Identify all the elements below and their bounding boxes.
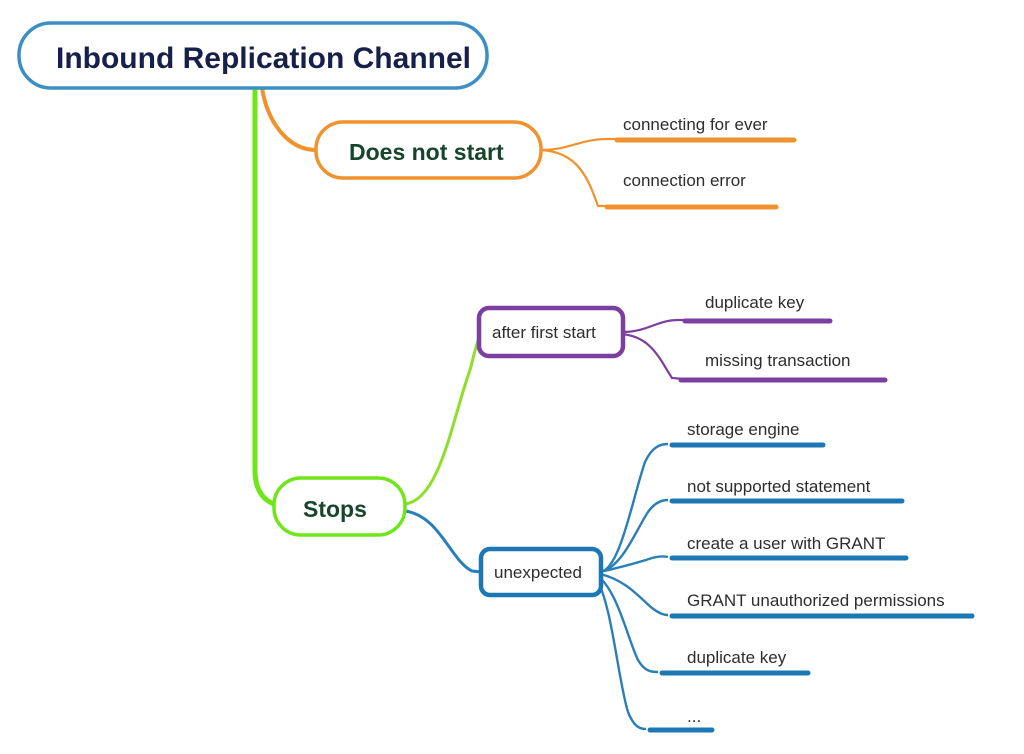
- node-does-not-start[interactable]: Does not start: [314, 120, 543, 180]
- leaf-grant-unauthorized-permissions[interactable]: GRANT unauthorized permissions: [687, 591, 945, 610]
- edge-stops-to-unexpected: [404, 509, 483, 574]
- edge-unexpected-to-ellipsis: [594, 577, 647, 731]
- root-node-box: [17, 21, 489, 90]
- edge-afs-to-duplicate-key: [621, 318, 688, 334]
- does-not-start-box: [314, 120, 543, 180]
- stops-label: Stops: [303, 496, 367, 522]
- leaf-ellipsis[interactable]: ...: [687, 707, 701, 726]
- node-unexpected[interactable]: unexpected: [478, 546, 604, 598]
- root-node-label: Inbound Replication Channel: [56, 42, 471, 75]
- edge-unexpected-to-create-user-with-grant: [599, 555, 669, 574]
- does-not-start-label: Does not start: [349, 139, 504, 165]
- node-after-first-start[interactable]: after first start: [476, 305, 626, 359]
- edge-unexpected-to-grant-unauthorized-permissions: [599, 572, 669, 617]
- edge-unexpected-to-duplicate-key: [597, 575, 659, 674]
- node-stops[interactable]: Stops: [272, 476, 407, 537]
- leaf-unexpected-duplicate-key[interactable]: duplicate key: [687, 648, 787, 667]
- leaf-storage-engine[interactable]: storage engine: [687, 420, 799, 439]
- edge-unexpected-to-storage-engine: [599, 442, 669, 574]
- edge-unexpected-to-not-supported-statement: [599, 498, 669, 574]
- leaf-create-user-with-grant[interactable]: create a user with GRANT: [687, 534, 885, 553]
- leaf-connecting-for-ever[interactable]: connecting for ever: [623, 115, 768, 134]
- edge-root-to-does-not-start: [260, 87, 317, 152]
- edge-stops-to-after-first-start: [404, 329, 487, 506]
- edge-dns-to-connection-error: [540, 148, 610, 208]
- leaf-missing-transaction[interactable]: missing transaction: [705, 351, 851, 370]
- edge-dns-to-connecting-for-ever: [540, 137, 620, 152]
- stops-box: [272, 476, 407, 537]
- leaf-afs-duplicate-key[interactable]: duplicate key: [705, 293, 805, 312]
- leaf-not-supported-statement[interactable]: not supported statement: [687, 477, 871, 496]
- leaf-connection-error[interactable]: connection error: [623, 171, 746, 190]
- edge-root-to-stops: [252, 88, 300, 510]
- after-first-start-box: [476, 305, 626, 359]
- node-root[interactable]: Inbound Replication Channel: [17, 21, 489, 90]
- edge-afs-to-missing-transaction: [621, 332, 685, 381]
- unexpected-label: unexpected: [494, 563, 582, 582]
- unexpected-box: [478, 546, 604, 598]
- after-first-start-label: after first start: [492, 323, 596, 342]
